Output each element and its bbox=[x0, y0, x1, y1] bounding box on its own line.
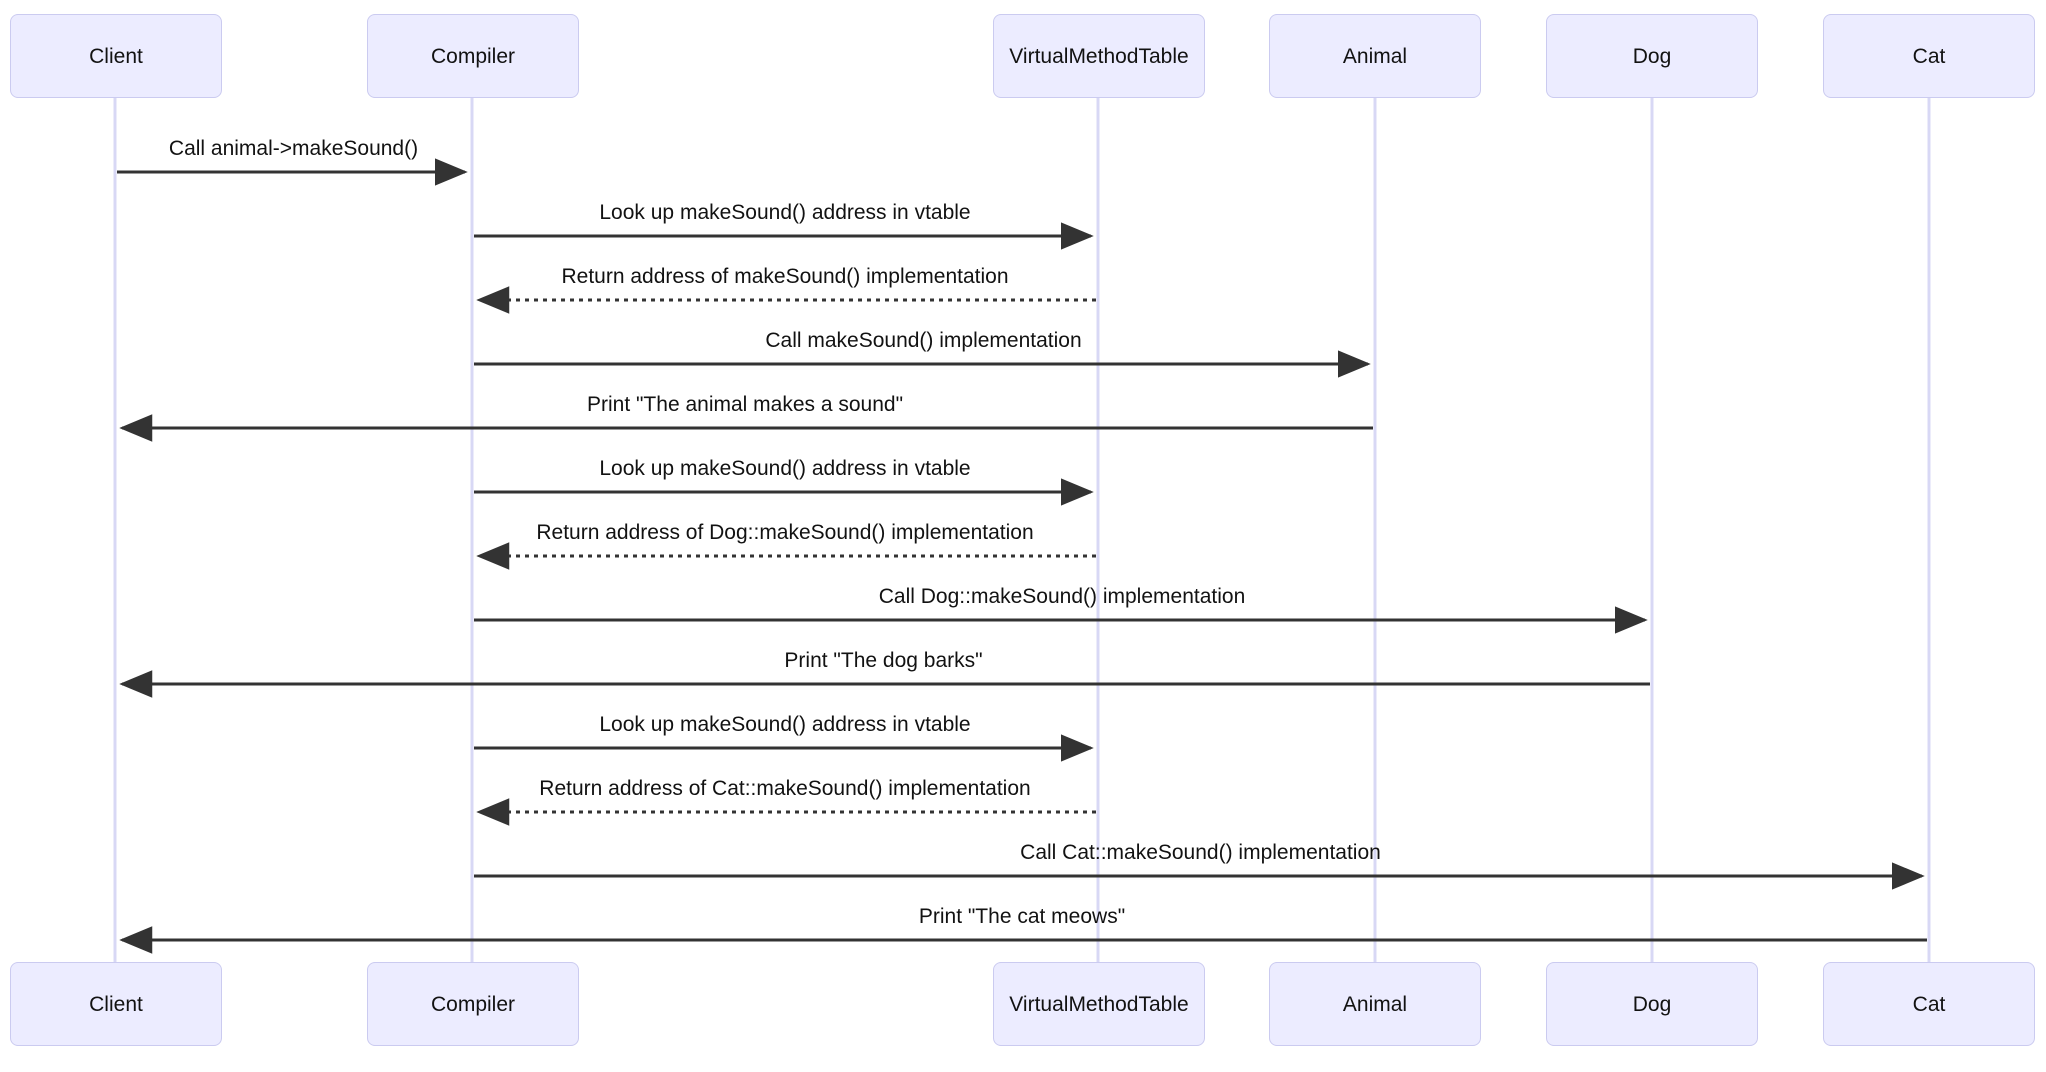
messages-group bbox=[117, 158, 1927, 954]
message-label-6: Return address of Dog::makeSound() imple… bbox=[536, 521, 1034, 544]
message-label-5: Look up makeSound() address in vtable bbox=[599, 457, 971, 480]
message-label-0: Call animal->makeSound() bbox=[168, 137, 419, 160]
participant-animal-bottom[interactable]: Animal bbox=[1269, 962, 1481, 1046]
message-label-7: Call Dog::makeSound() implementation bbox=[878, 585, 1246, 608]
participant-label: Compiler bbox=[430, 44, 516, 68]
message-label-10: Return address of Cat::makeSound() imple… bbox=[539, 777, 1031, 800]
participant-label: Compiler bbox=[430, 992, 516, 1016]
message-label-2: Return address of makeSound() implementa… bbox=[561, 265, 1009, 288]
participant-label: Client bbox=[89, 992, 143, 1016]
participant-compiler-bottom[interactable]: Compiler bbox=[367, 962, 579, 1046]
message-label-12: Print "The cat meows" bbox=[918, 905, 1126, 928]
participant-dog-top[interactable]: Dog bbox=[1546, 14, 1758, 98]
participant-label: Cat bbox=[1912, 992, 1946, 1016]
participant-client-bottom[interactable]: Client bbox=[10, 962, 222, 1046]
participant-cat-top[interactable]: Cat bbox=[1823, 14, 2035, 98]
message-label-1: Look up makeSound() address in vtable bbox=[599, 201, 971, 224]
participant-dog-bottom[interactable]: Dog bbox=[1546, 962, 1758, 1046]
participant-label: Animal bbox=[1342, 44, 1408, 68]
message-label-8: Print "The dog barks" bbox=[784, 649, 983, 672]
participant-compiler-top[interactable]: Compiler bbox=[367, 14, 579, 98]
participant-vmt-bottom[interactable]: VirtualMethodTable bbox=[993, 962, 1205, 1046]
participant-label: Dog bbox=[1632, 44, 1672, 68]
participant-animal-top[interactable]: Animal bbox=[1269, 14, 1481, 98]
participant-label: VirtualMethodTable bbox=[1009, 44, 1189, 68]
participant-label: Client bbox=[89, 44, 143, 68]
participant-label: Dog bbox=[1632, 992, 1672, 1016]
participant-client-top[interactable]: Client bbox=[10, 14, 222, 98]
message-label-3: Call makeSound() implementation bbox=[765, 329, 1082, 352]
message-label-9: Look up makeSound() address in vtable bbox=[599, 713, 971, 736]
participant-vmt-top[interactable]: VirtualMethodTable bbox=[993, 14, 1205, 98]
participant-cat-bottom[interactable]: Cat bbox=[1823, 962, 2035, 1046]
message-label-11: Call Cat::makeSound() implementation bbox=[1020, 841, 1381, 864]
participant-label: Cat bbox=[1912, 44, 1946, 68]
lifelines-group bbox=[113, 98, 1931, 962]
participant-label: Animal bbox=[1342, 992, 1408, 1016]
participant-label: VirtualMethodTable bbox=[1009, 992, 1189, 1016]
message-label-4: Print "The animal makes a sound" bbox=[586, 393, 904, 416]
